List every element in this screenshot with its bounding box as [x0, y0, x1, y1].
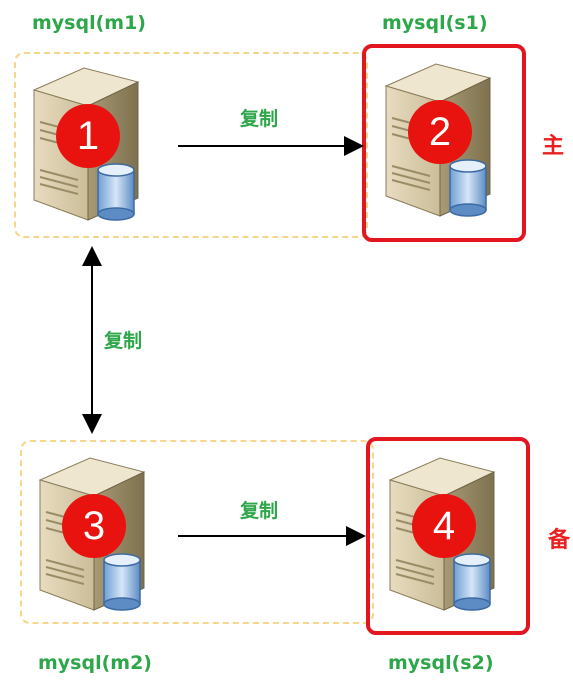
server-m1: 1: [26, 60, 146, 230]
node-number-badge: 3: [62, 494, 126, 558]
node-label-m1: mysql(m1): [32, 12, 146, 34]
server-icon: [38, 457, 146, 611]
server-m2: 3: [32, 450, 152, 620]
node-number-badge: 1: [56, 104, 120, 168]
server-s1: 2: [378, 56, 498, 226]
server-s2: 4: [382, 450, 502, 620]
node-label-m2: mysql(m2): [38, 652, 152, 674]
slave-s1-highlight: [362, 44, 526, 242]
slave-s2-highlight: [366, 437, 530, 635]
bottom-group-box: [20, 440, 374, 624]
edge-label-m2-s2: 复制: [240, 500, 279, 522]
node-number-badge: 2: [408, 100, 472, 164]
edge-label-m1-m2: 复制: [104, 330, 143, 352]
edge-label-m1-s1: 复制: [240, 108, 279, 130]
role-backup: 备: [548, 528, 571, 553]
top-group-box: [14, 52, 368, 238]
node-label-s1: mysql(s1): [382, 12, 488, 34]
node-label-s2: mysql(s2): [388, 652, 494, 674]
node-number-badge: 4: [412, 494, 476, 558]
role-primary: 主: [542, 134, 565, 159]
